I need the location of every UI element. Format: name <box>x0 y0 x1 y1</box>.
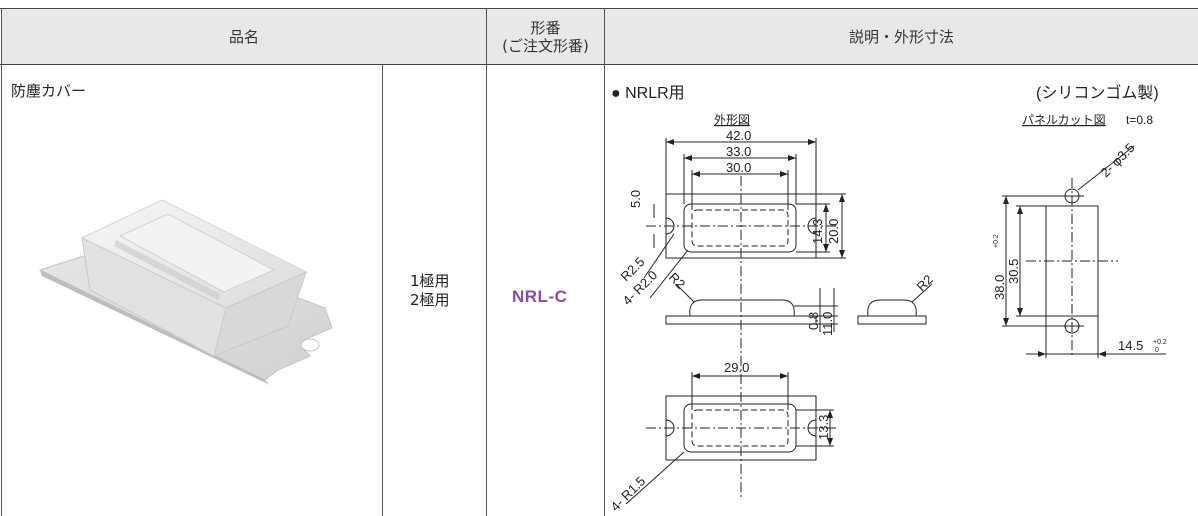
product-name: 防塵カバー <box>11 82 87 100</box>
dim-r2-a: R2 <box>666 270 688 292</box>
table-left-border <box>1 8 2 516</box>
dim-5: 5.0 <box>628 190 643 208</box>
top-view-cap <box>683 203 797 253</box>
dim-38: 38.0 <box>992 275 1007 300</box>
dim-42: 42.0 <box>726 128 751 143</box>
dim-20: 20.0 <box>826 219 841 244</box>
dim-14-5: 14.5 <box>1118 338 1143 353</box>
dimension-drawing: ● NRLR用 (シリコンゴム製) 外形図 パネルカット図 t=0.8 42.0… <box>608 83 1167 514</box>
header-model: 形番 (ご注文形番) <box>487 9 604 64</box>
header-description-label: 説明・外形寸法 <box>848 27 954 46</box>
dim-14-3: 14.3 <box>810 219 825 244</box>
header-description: 説明・外形寸法 <box>605 9 1198 64</box>
dim-14-5-tol-lower: 0 <box>1155 347 1159 354</box>
poles-2: 2極用 <box>410 291 450 309</box>
poles-1: 1極用 <box>410 272 450 290</box>
thickness-note: t=0.8 <box>1126 113 1153 127</box>
header-product-name-label: 品名 <box>228 27 259 46</box>
dim-0-8: 0.8 <box>806 312 821 330</box>
column-divider-3 <box>604 8 605 516</box>
dim-29: 29.0 <box>724 360 749 375</box>
product-photo <box>38 199 333 385</box>
header-model-sub-label: (ご注文形番) <box>502 36 589 55</box>
column-divider-body-1 <box>382 64 383 516</box>
outline-title: 外形図 <box>714 113 750 127</box>
model-code: NRL-C <box>512 287 568 306</box>
panel-cut-title: パネルカット図 <box>1022 113 1106 127</box>
column-divider-header-1 <box>486 8 487 65</box>
dim-14-5-tol-upper: +0.2 <box>1153 339 1167 346</box>
dim-30-5-value: 30.5 <box>1006 259 1021 284</box>
column-divider-2 <box>486 64 487 516</box>
dim-hole: 2- φ3.5 <box>1098 140 1138 180</box>
header-bottom-border <box>0 64 1198 65</box>
table-top-border <box>0 8 1198 9</box>
dim-r2-b: R2 <box>914 272 936 294</box>
dim-11: 11.0 <box>820 312 835 336</box>
dim-33: 33.0 <box>726 144 751 159</box>
material-note: (シリコンゴム製) <box>1036 83 1159 102</box>
header-model-label: 形番 <box>530 18 561 37</box>
dim-4-r1-5: 4- R1.5 <box>608 473 649 514</box>
dim-30: 30.0 <box>726 160 751 175</box>
dim-13-3: 13.3 <box>816 415 831 440</box>
dim-38-tolerance: +0.2 <box>993 234 1000 248</box>
header-product-name: 品名 <box>2 9 486 64</box>
bullet-title: ● NRLR用 <box>611 85 685 102</box>
